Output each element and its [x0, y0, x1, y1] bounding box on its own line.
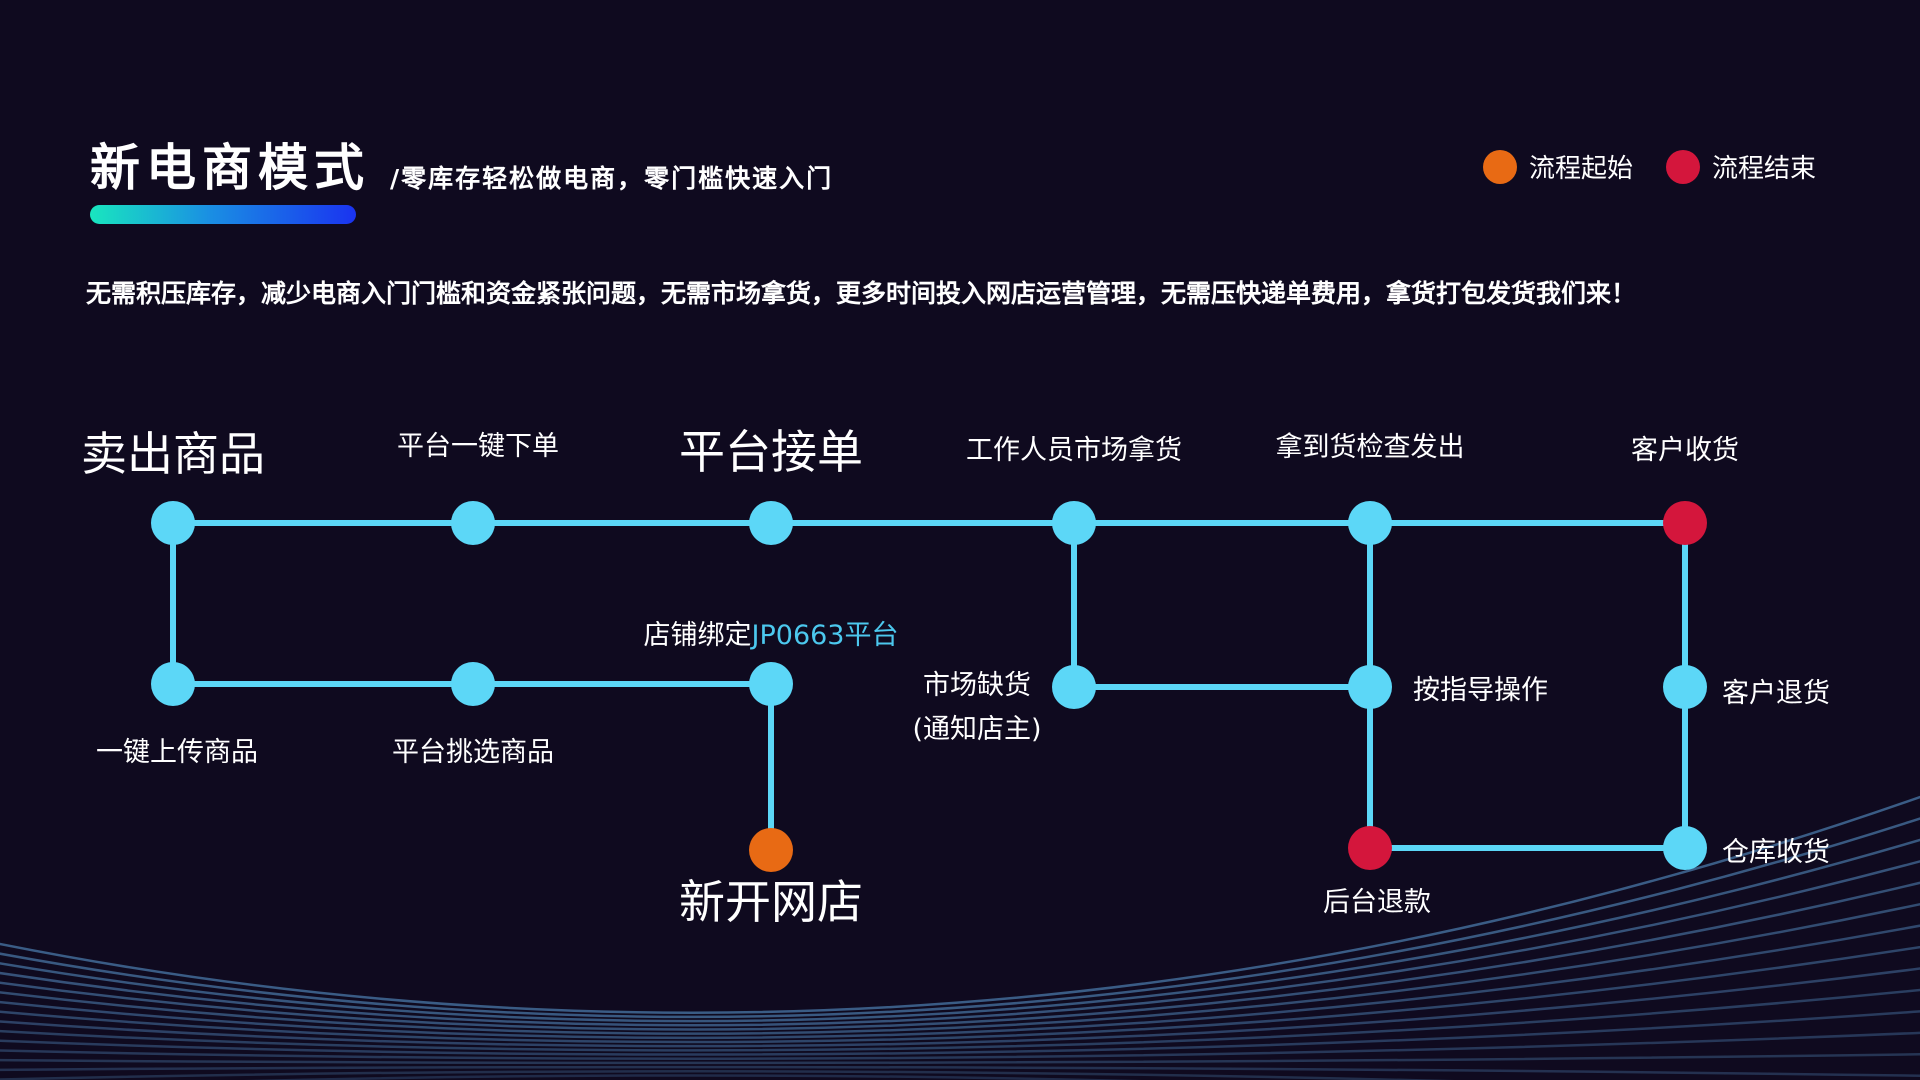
label-customer-receives: 客户收货 — [1631, 435, 1739, 466]
node-platform-accept-order — [749, 501, 793, 545]
node-customer-return — [1663, 665, 1707, 709]
node-check-and-ship — [1348, 501, 1392, 545]
label-customer-return: 客户退货 — [1722, 678, 1830, 709]
wave-line — [0, 1010, 1920, 1056]
label-one-click-upload: 一键上传商品 — [96, 737, 258, 768]
wave-line — [0, 1053, 1920, 1065]
label-market-shortage-line1: 市场缺货 — [923, 670, 1031, 701]
label-market-shortage-line2: (通知店主) — [912, 714, 1042, 745]
label-platform-accept-order: 平台接单 — [679, 425, 863, 479]
label-platform-one-click-order: 平台一键下单 — [397, 431, 559, 462]
wave-line — [0, 838, 1920, 1023]
wave-line — [0, 902, 1920, 1035]
label-staff-market-pickup: 工作人员市场拿货 — [966, 435, 1182, 466]
wave-line — [0, 967, 1920, 1048]
node-shop-bind — [749, 662, 793, 706]
page-subtitle: /零库存轻松做电商，零门槛快速入门 — [390, 164, 834, 193]
label-warehouse-receives: 仓库收货 — [1722, 837, 1830, 868]
node-customer-receives-end — [1663, 501, 1707, 545]
legend-end-label: 流程结束 — [1712, 154, 1817, 184]
wave-line — [242, 1074, 1143, 1080]
node-warehouse-receives — [1663, 826, 1707, 870]
node-new-shop-start — [749, 828, 793, 872]
label-shop-bind-platform: JP0663平台 — [751, 620, 899, 651]
label-shop-bind: 店铺绑定JP0663平台 — [644, 613, 899, 652]
label-backend-refund: 后台退款 — [1323, 887, 1431, 918]
node-sell-goods — [151, 501, 195, 545]
title-underline-bar — [90, 205, 356, 224]
legend-start-label: 流程起始 — [1529, 154, 1634, 184]
label-platform-select-goods: 平台挑选商品 — [392, 737, 554, 768]
wave-line — [0, 860, 1920, 1027]
label-sell-goods: 卖出商品 — [81, 427, 265, 481]
label-shop-bind-prefix: 店铺绑定 — [643, 620, 752, 651]
page-title: 新电商模式 — [90, 139, 370, 197]
wave-line — [0, 1065, 1920, 1077]
wave-line — [0, 881, 1920, 1031]
wave-line — [0, 945, 1920, 1044]
label-new-shop: 新开网店 — [679, 875, 863, 929]
description-text: 无需积压库存，减少电商入门门槛和资金紧张问题，无需市场拿货，更多时间投入网店运营… — [86, 279, 1637, 308]
wave-line — [0, 988, 1920, 1052]
node-staff-market-pickup — [1052, 501, 1096, 545]
wave-line — [0, 1070, 1455, 1080]
wave-line — [0, 817, 1920, 1019]
legend-end-dot-icon — [1666, 150, 1700, 184]
node-market-shortage — [1052, 665, 1096, 709]
legend-start-dot-icon — [1483, 150, 1517, 184]
node-one-click-upload — [151, 662, 195, 706]
wave-line — [0, 795, 1920, 1014]
node-platform-one-click-order — [451, 501, 495, 545]
label-follow-instructions: 按指导操作 — [1413, 675, 1548, 706]
node-platform-select-goods — [451, 662, 495, 706]
node-backend-refund-end — [1348, 826, 1392, 870]
node-follow-instructions — [1348, 665, 1392, 709]
wave-line — [0, 924, 1920, 1040]
label-check-and-ship: 拿到货检查发出 — [1275, 432, 1465, 463]
wave-line — [0, 1031, 1920, 1060]
